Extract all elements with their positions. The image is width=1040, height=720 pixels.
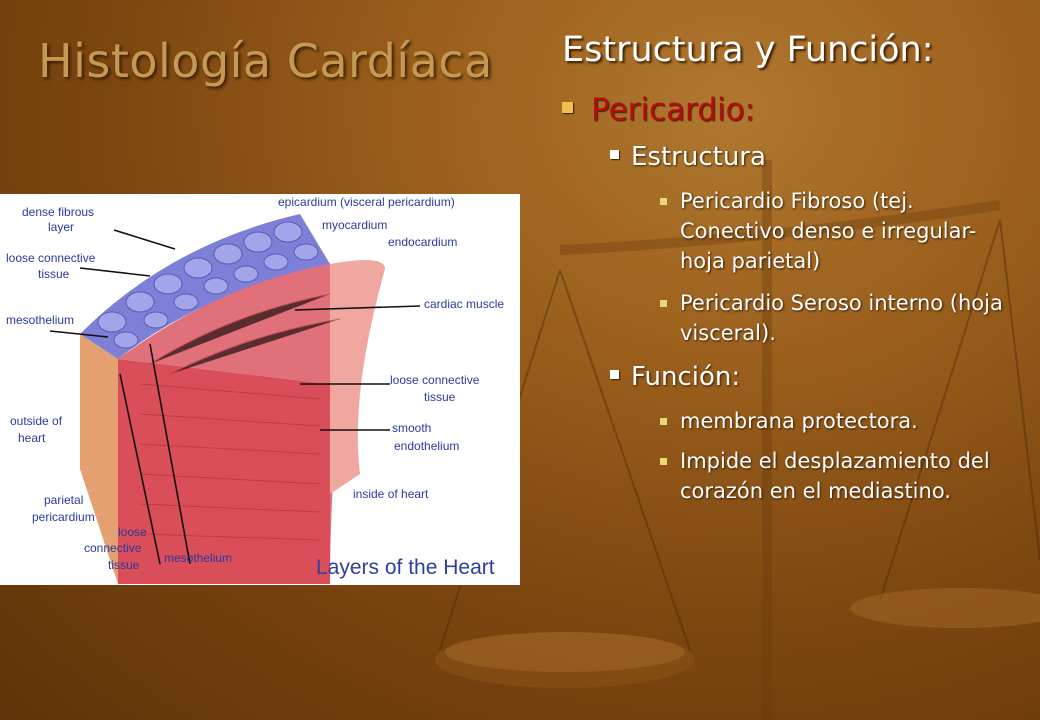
label-inside-of-heart: inside of heart [353,487,429,501]
label-heart: heart [18,431,46,445]
bullet-square-icon [660,458,667,465]
label-endocardium: endocardium [388,235,457,249]
bullet-estructura: Estructura [610,142,766,172]
slide-title: Histología Cardíaca [38,34,493,88]
label-tissue-b: tissue [108,558,140,572]
bullet-square-icon [660,300,667,307]
section-label: Pericardio: [591,92,755,128]
label-loose-connective-c-2: tissue [424,390,456,404]
estructura-item: Pericardio Seroso interno (hoja visceral… [658,288,1010,348]
heart-layers-figure: dense fibrous layer loose connective tis… [0,194,520,585]
label-dense-fibrous: dense fibrous [22,205,94,219]
label-connective-b: connective [84,541,142,555]
bullet-square-icon [660,418,667,425]
estructura-item: Pericardio Fibroso (tej. Conectivo denso… [658,186,1010,276]
funcion-heading: Función: [631,362,741,392]
label-loose-b: loose [118,525,147,539]
label-cardiac-muscle: cardiac muscle [424,297,504,311]
label-loose-connective-a: loose connective [6,251,96,265]
label-myocardium: myocardium [322,218,387,232]
label-loose-connective-c: loose connective [390,373,480,387]
bullet-pericardio: Pericardio: [562,92,755,128]
label-parietal: parietal [44,493,83,507]
slide-subtitle: Estructura y Función: [562,30,934,70]
bullet-square-icon [610,370,619,379]
bullet-funcion: Función: [610,362,740,392]
estructura-heading: Estructura [631,142,766,172]
label-outside-of: outside of [10,414,63,428]
funcion-item: membrana protectora. [658,406,1010,436]
label-pericardium: pericardium [32,510,95,524]
bullet-square-icon [660,198,667,205]
bullet-square-icon [562,102,573,113]
label-epicardium: epicardium (visceral pericardium) [278,195,455,209]
label-smooth: smooth [392,421,431,435]
figure-caption: Layers of the Heart [316,556,495,579]
label-dense-fibrous-2: layer [48,220,74,234]
label-loose-connective-a-2: tissue [38,267,70,281]
label-mesothelium-top: mesothelium [6,313,74,327]
label-endothelium: endothelium [394,439,459,453]
bullet-square-icon [610,150,619,159]
funcion-item: Impide el desplazamiento del corazón en … [658,446,1010,506]
label-mesothelium-bottom: mesothelium [164,551,232,565]
